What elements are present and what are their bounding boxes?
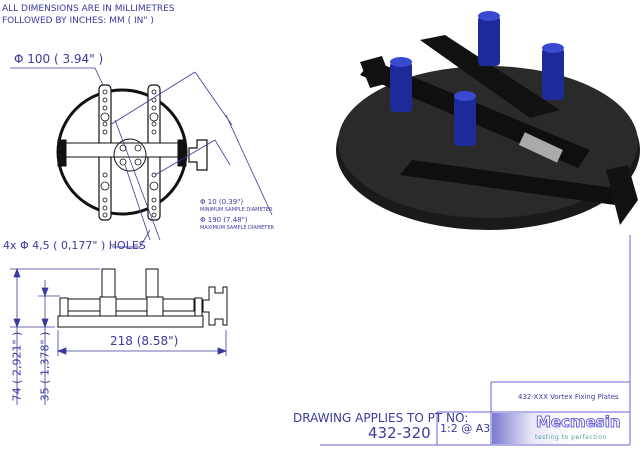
- height-total-dimension: 74 ( 2,921" ): [10, 331, 24, 402]
- diameter-100-dimension: Φ 100 ( 3.94" ): [14, 52, 104, 66]
- height-base-dimension: 35 ( 1,378" ): [38, 331, 52, 402]
- logo-tagline: testing to perfection: [535, 434, 607, 441]
- max-sample-dimension: Φ 190 (7.48"): [200, 216, 248, 224]
- top-view-dimension-lines: [10, 67, 273, 248]
- holes-dimension: 4x Φ 4,5 ( 0,177" ) HOLES: [3, 239, 146, 252]
- part-number: 432-320: [368, 424, 431, 442]
- applies-to-label: DRAWING APPLIES TO PT NO:: [293, 411, 469, 425]
- side-view-dimension-lines: [10, 246, 228, 405]
- logo-gradient: [492, 413, 572, 444]
- drawing-scale: 1:2 @ A3: [440, 422, 491, 435]
- units-note-line2: FOLLOWED BY INCHES: MM ( IN" ): [2, 16, 154, 26]
- side-view: [57, 268, 228, 328]
- min-sample-dimension: Φ 10 (0.39"): [200, 198, 244, 206]
- drawing-title: 432-XXX Vortex Fixing Plates: [518, 393, 619, 401]
- mecmesin-logo: Mecmesin: [536, 413, 622, 432]
- min-sample-label: MINIMUM SAMPLE DIAMETER: [200, 207, 273, 213]
- top-view: [56, 84, 208, 221]
- width-dimension: 218 (8.58"): [110, 334, 179, 348]
- title-block-lines: [320, 235, 631, 446]
- isometric-view: [336, 11, 640, 230]
- units-note-line1: ALL DIMENSIONS ARE IN MILLIMETRES: [2, 4, 175, 14]
- max-sample-label: MAXIMUM SAMPLE DIAMETER: [200, 225, 274, 231]
